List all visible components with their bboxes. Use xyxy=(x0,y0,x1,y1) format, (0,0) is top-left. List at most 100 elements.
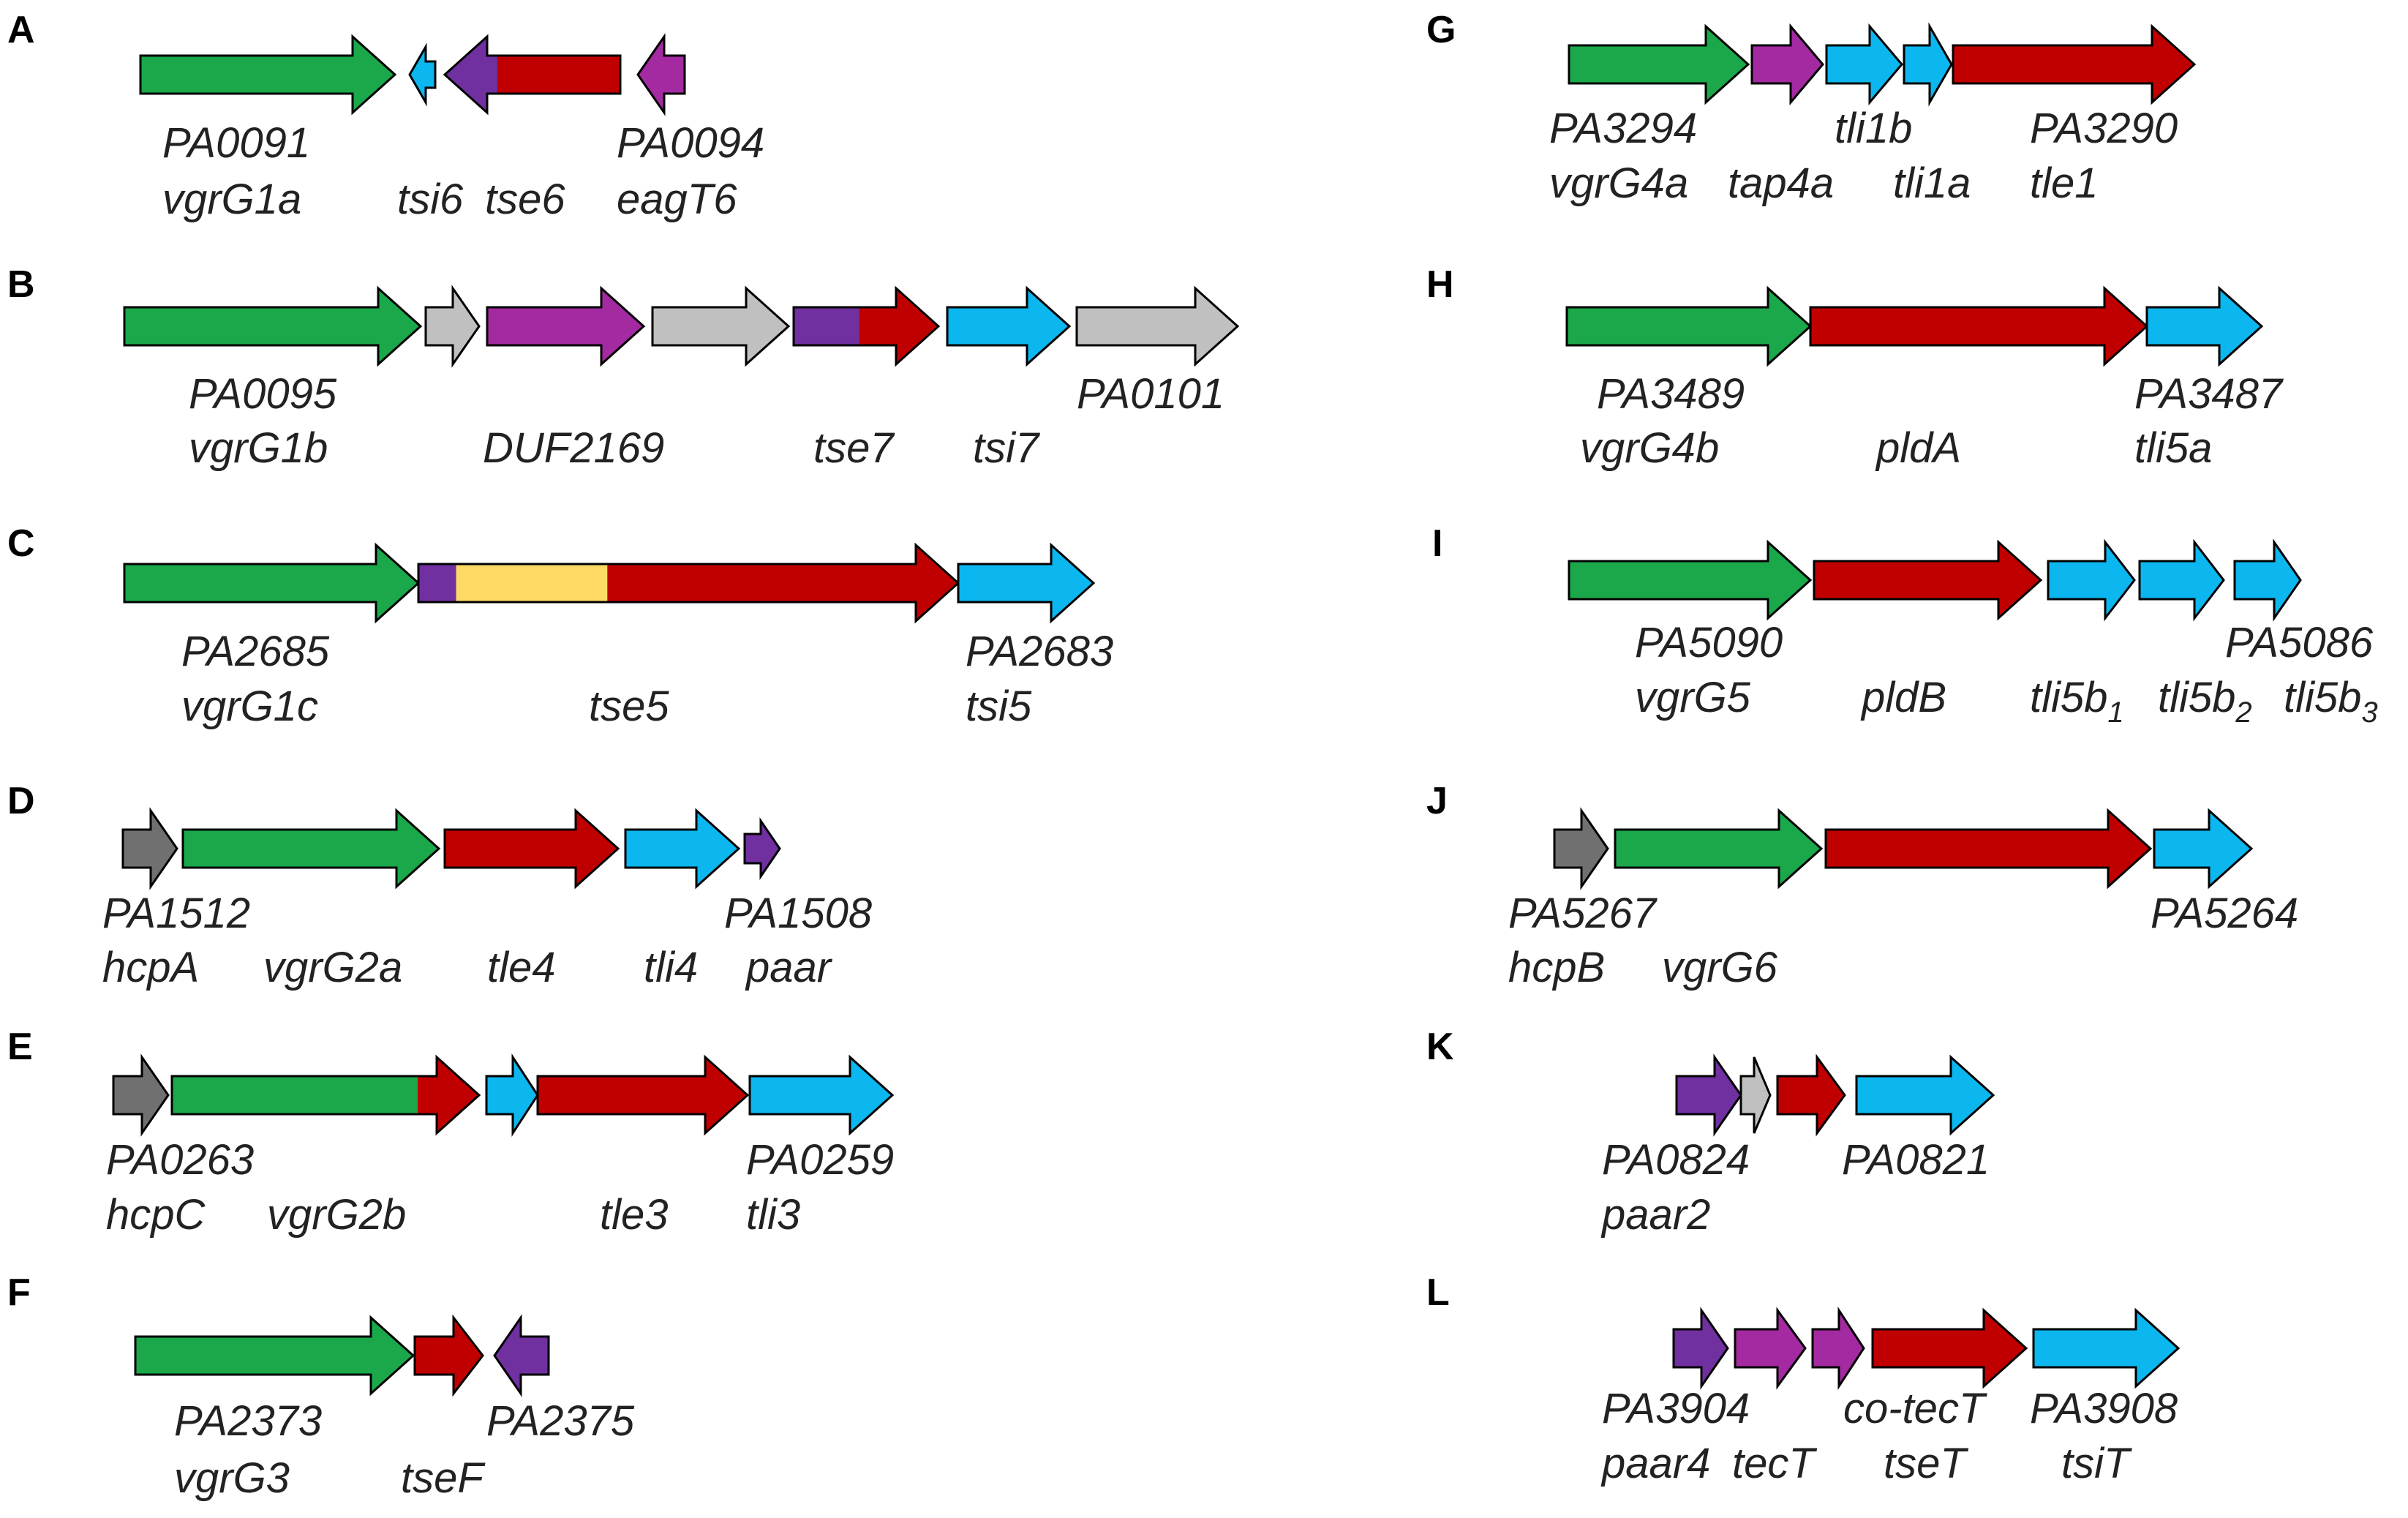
gene-label: tle3 xyxy=(600,1191,669,1239)
tsit-gene xyxy=(2032,1307,2181,1389)
vgrg1c-gene xyxy=(123,542,421,624)
gene-label: PA3908 xyxy=(2030,1385,2178,1432)
gene-label: paar2 xyxy=(1600,1191,1710,1239)
panel-letter: K xyxy=(1426,1026,1454,1068)
gene-label: tle4 xyxy=(487,944,556,991)
panel-letter: C xyxy=(7,522,35,565)
tli3-gene xyxy=(748,1054,895,1136)
gene-label: vgrG1a xyxy=(162,176,301,223)
gene-label: tseT xyxy=(1884,1440,1968,1487)
tse6-gene xyxy=(443,34,622,116)
gene-label: tsi5 xyxy=(966,683,1032,730)
vgrg2b-gene-segment-1 xyxy=(172,1057,418,1133)
gene-label: PA3904 xyxy=(1602,1385,1750,1432)
gene-label: DUF2169 xyxy=(483,424,664,472)
gene-label: tli5a xyxy=(2134,424,2212,472)
gene-label: pldA xyxy=(1875,424,1961,472)
vgrg3-gene xyxy=(134,1315,415,1397)
tsef-gene xyxy=(413,1314,484,1397)
gene-label: tli1a xyxy=(1893,159,1971,207)
gene-label: PA2375 xyxy=(486,1397,635,1445)
vgrg1a-gene xyxy=(139,34,397,116)
gene-label: pldB xyxy=(1860,674,1946,721)
vgrg4a-gene xyxy=(1568,23,1750,105)
panel-letter: G xyxy=(1426,9,1456,51)
gene-label: hcpC xyxy=(106,1191,206,1239)
tli5b2-gene xyxy=(2138,538,2225,622)
tle3-gene xyxy=(536,1054,750,1136)
tli1a-gene xyxy=(1903,22,1953,107)
pa0821-gene xyxy=(1855,1054,1995,1136)
gene-label: eagT6 xyxy=(617,176,737,223)
gene-label: tli3 xyxy=(746,1191,800,1239)
gene-label: tli5b1 xyxy=(2030,674,2124,729)
tap4a-gene xyxy=(1750,23,1824,106)
gene-label: PA0824 xyxy=(1602,1136,1750,1184)
duf2169-gene xyxy=(486,285,646,367)
hcpa-gene xyxy=(121,807,178,890)
gene-label: PA2685 xyxy=(181,628,330,675)
tsi6-gene xyxy=(408,42,437,107)
gene-label: tseF xyxy=(401,1454,486,1502)
gene-label: co-tecT xyxy=(1843,1385,1987,1432)
gene-label: vgrG2a xyxy=(263,944,402,991)
tsi7-gene xyxy=(946,285,1072,367)
gene-label: PA0263 xyxy=(106,1136,254,1184)
gene-label: tli4 xyxy=(644,944,698,991)
orf3-gene xyxy=(485,1053,539,1138)
gene-label: PA1508 xyxy=(724,890,872,937)
tsi5-gene xyxy=(957,542,1096,624)
gene-label: PA0091 xyxy=(162,119,310,167)
gene-label: PA0821 xyxy=(1842,1136,1990,1184)
panel-letter: I xyxy=(1432,522,1442,565)
tli5b1-gene xyxy=(2047,538,2136,622)
panel-letter: E xyxy=(7,1026,33,1068)
panel-k: K PA0824 paar2 PA0821 xyxy=(1426,1026,1995,1239)
gene-label: PA0094 xyxy=(617,119,764,167)
vgrg6-gene xyxy=(1614,808,1824,890)
vgrg1b-gene xyxy=(123,285,423,367)
gene-label: tsi7 xyxy=(973,424,1041,472)
gene-label: PA3294 xyxy=(1549,105,1697,152)
panel-letter: B xyxy=(7,263,35,306)
gene-label: PA3487 xyxy=(2134,370,2284,418)
gene-label: tli5b3 xyxy=(2284,674,2378,729)
panel-letter: F xyxy=(7,1271,31,1314)
gene-label: tsiT xyxy=(2061,1440,2132,1487)
tse5-gene-segment-3 xyxy=(607,545,958,621)
pa5264-gene xyxy=(2153,808,2254,890)
gene-label: tse6 xyxy=(485,176,565,223)
gene-label: tap4a xyxy=(1728,159,1834,207)
vgrg2a-gene xyxy=(181,808,441,890)
tse7-gene-segment-2 xyxy=(859,288,938,364)
gene-label: vgrG5 xyxy=(1635,674,1751,721)
panel-letter: H xyxy=(1426,263,1454,306)
tli4-gene xyxy=(624,808,741,890)
gene-label: PA5267 xyxy=(1508,890,1658,937)
plda-gene xyxy=(1809,285,2149,367)
gene-label: PA2683 xyxy=(966,628,1113,675)
eagt6-gene xyxy=(636,33,686,116)
orf4-gene xyxy=(1824,808,2153,890)
co-tect-gene xyxy=(1811,1306,1865,1391)
tle1-gene xyxy=(1952,23,2197,105)
panel-letter: A xyxy=(7,9,35,51)
gene-label: vgrG4b xyxy=(1580,424,1719,472)
pldb-gene xyxy=(1813,539,2043,621)
panel-letter: D xyxy=(7,780,35,822)
paar4-gene xyxy=(1672,1307,1729,1390)
pa2375-gene xyxy=(493,1314,550,1397)
vgrg5-gene xyxy=(1568,539,1813,621)
tse6-gene-segment-2 xyxy=(445,37,497,113)
gene-label: hcpB xyxy=(1508,944,1605,991)
gene-label: PA5264 xyxy=(2151,890,2298,937)
tse7-gene xyxy=(792,285,941,367)
gene-label: vgrG6 xyxy=(1662,944,1778,991)
